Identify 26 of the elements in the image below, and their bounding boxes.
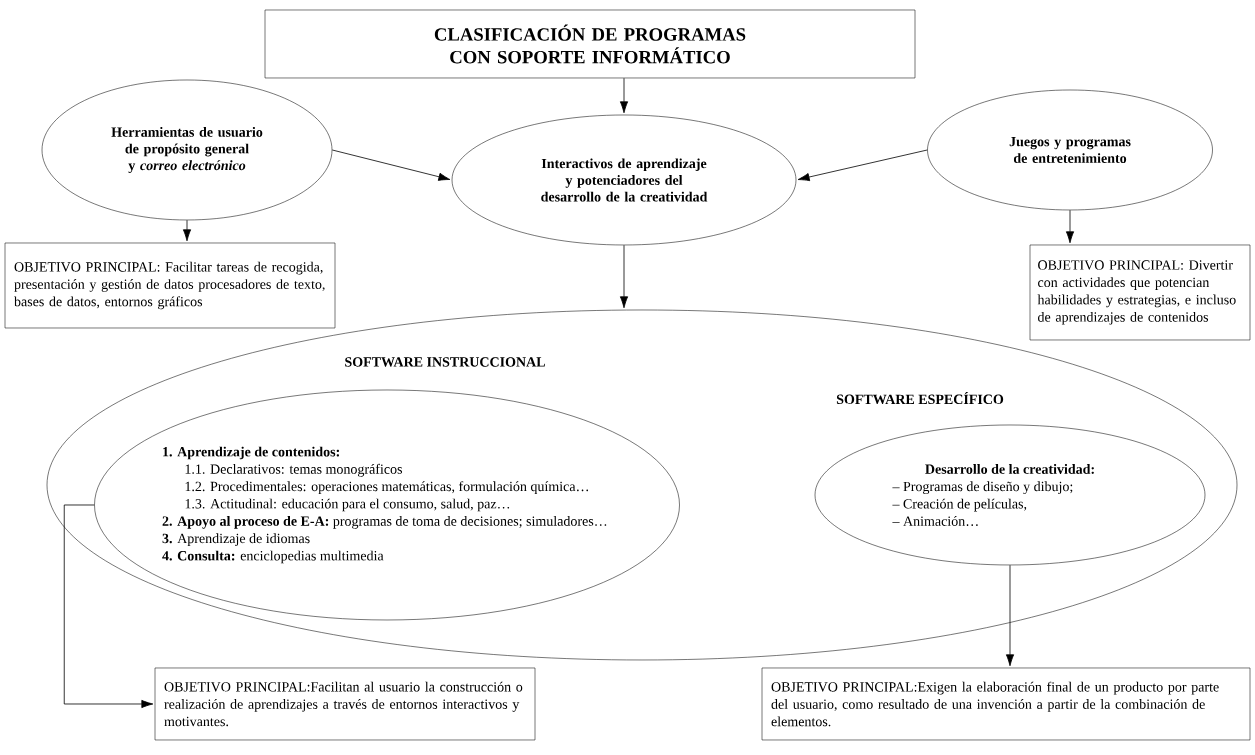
list-item: 3. Aprendizaje de idiomas bbox=[162, 533, 310, 546]
list-item: – Animación… bbox=[892, 516, 978, 526]
list-item: – Programas de diseño y dibujo; bbox=[892, 481, 1073, 495]
arrow bbox=[182, 219, 192, 242]
arrow bbox=[331, 149, 451, 181]
objective-box: OBJETIVO PRINCIPAL: Facilitar tareas de recogida, presentación y gestión de datos procesadores de texto, bases de datos, entornos gráficos bbox=[4, 242, 336, 329]
list-item: 1.2. Procedimentales: operaciones matemáticas, formulación química… bbox=[185, 481, 589, 494]
list-item: 4. Consulta: enciclopedias multimedia bbox=[162, 550, 384, 564]
list-heading: Desarrollo de la creatividad: bbox=[925, 464, 1094, 474]
arrow bbox=[797, 149, 928, 182]
arrow bbox=[1065, 209, 1075, 244]
arrow bbox=[63, 504, 154, 709]
title-box: CLASIFICACIÓN DE PROGRAMAS CON SOPORTE INFORMÁTICO bbox=[264, 9, 916, 79]
section-heading: SOFTWARE ESPECÍFICO bbox=[836, 391, 1004, 405]
list-item: – Creación de películas, bbox=[892, 498, 1027, 512]
list-item: 2. Apoyo al proceso de E-A: programas de toma de decisiones; simuladores… bbox=[162, 516, 607, 529]
section-heading: SOFTWARE INSTRUCCIONAL bbox=[345, 357, 545, 367]
objective-box: OBJETIVO PRINCIPAL: Divertir con actividades que potencian habilidades y estrategias, e incluso de aprendizajes de contenidos bbox=[1029, 244, 1251, 341]
list-item: 1.1. Declarativos: temas monográficos bbox=[185, 463, 402, 477]
objective-box: OBJETIVO PRINCIPAL:Exigen la elaboración final de un producto por parte del usuario, como resultado de una invención a partir de la combinación de elementos. bbox=[761, 667, 1251, 741]
objective-box: OBJETIVO PRINCIPAL:Facilitan al usuario la construcción o realización de aprendizajes a través de entornos interactivos y motivantes. bbox=[154, 667, 536, 741]
arrow bbox=[1005, 564, 1015, 667]
arrow bbox=[619, 77, 629, 114]
list-item: 1. Aprendizaje de contenidos: bbox=[163, 446, 339, 460]
arrow bbox=[619, 244, 629, 309]
list-item: 1.3. Actitudinal: educación para el consumo, salud, paz… bbox=[185, 498, 510, 512]
